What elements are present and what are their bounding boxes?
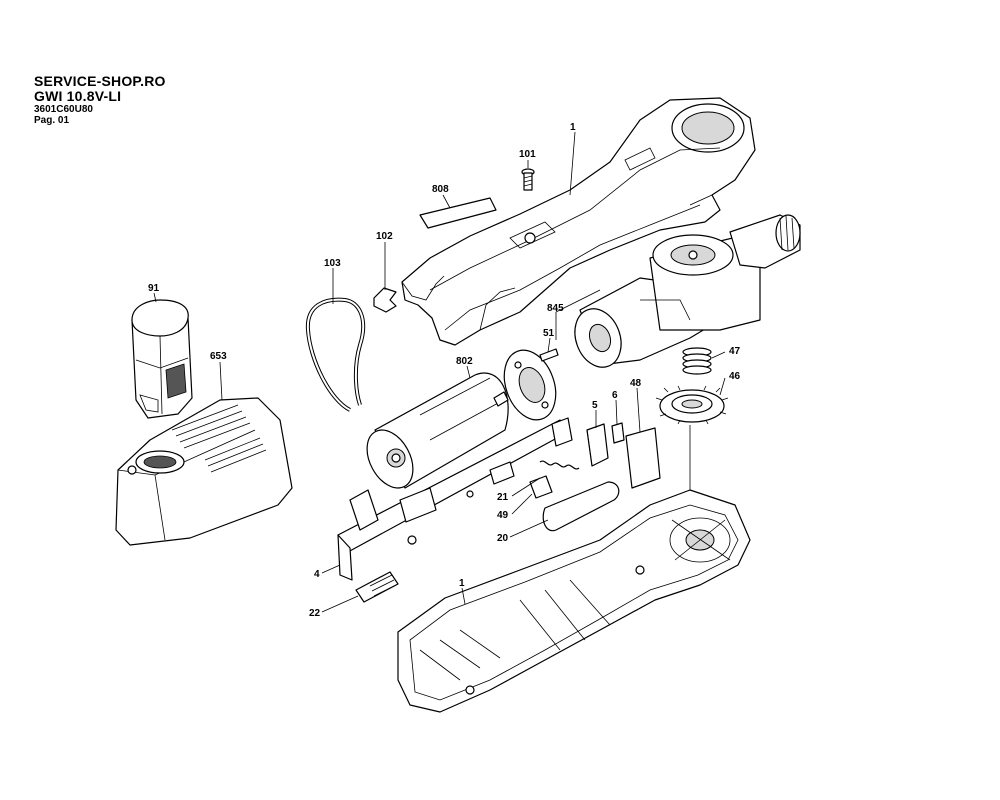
callout-48: 48 [630,378,642,389]
callout-103: 103 [324,258,341,269]
callout-labels: 1 101 808 102 103 91 653 845 51 802 47 4… [148,122,741,619]
slider-49 [529,475,553,499]
label-plate-808 [419,197,497,229]
page-number: Pag. 01 [34,115,70,126]
belt-hook-103 [305,297,366,412]
gearbox-assembly [574,214,801,368]
charger-653 [115,397,293,546]
callout-802: 802 [456,356,473,367]
housing-bottom-shell [397,489,751,713]
cover-plate-48 [625,427,661,489]
callout-808: 808 [432,184,449,195]
motor-flange-845 [503,349,557,421]
tool-model: GWI 10.8V-LI [34,88,122,104]
callout-102: 102 [376,231,393,242]
screw-101 [521,168,535,191]
gear-ring-46 [655,385,729,425]
battery-pack-91 [131,299,193,419]
housing-top-shell [401,97,756,346]
slide-button-20 [542,481,620,532]
callout-51: 51 [543,328,555,339]
callout-49: 49 [497,510,509,521]
spring-47 [682,347,712,375]
diagram-header: SERVICE-SHOP.RO GWI 10.8V-LI 3601C60U80 … [34,74,166,126]
screw-51 [539,348,559,362]
callout-4: 4 [314,569,320,580]
switch-5 [586,423,609,467]
callout-22: 22 [309,608,321,619]
clip-102 [373,287,397,313]
callout-20: 20 [497,533,509,544]
callout-21: 21 [497,492,509,503]
shop-name: SERVICE-SHOP.RO [34,73,166,89]
callout-1-bottom: 1 [459,578,465,589]
callout-1-top: 1 [570,122,576,133]
small-part-6 [611,422,625,444]
callout-6: 6 [612,390,618,401]
callout-5: 5 [592,400,598,411]
callout-46: 46 [729,371,741,382]
motor-802 [366,372,509,489]
callout-leader-lines [153,131,726,613]
callout-101: 101 [519,149,536,160]
callout-91: 91 [148,283,160,294]
button-22 [355,571,399,603]
callout-47: 47 [729,346,741,357]
circuit-board-4 [337,417,573,581]
spring-21 [539,460,580,470]
callout-653: 653 [210,351,227,362]
callout-845: 845 [547,303,564,314]
part-number: 3601C60U80 [34,104,93,115]
